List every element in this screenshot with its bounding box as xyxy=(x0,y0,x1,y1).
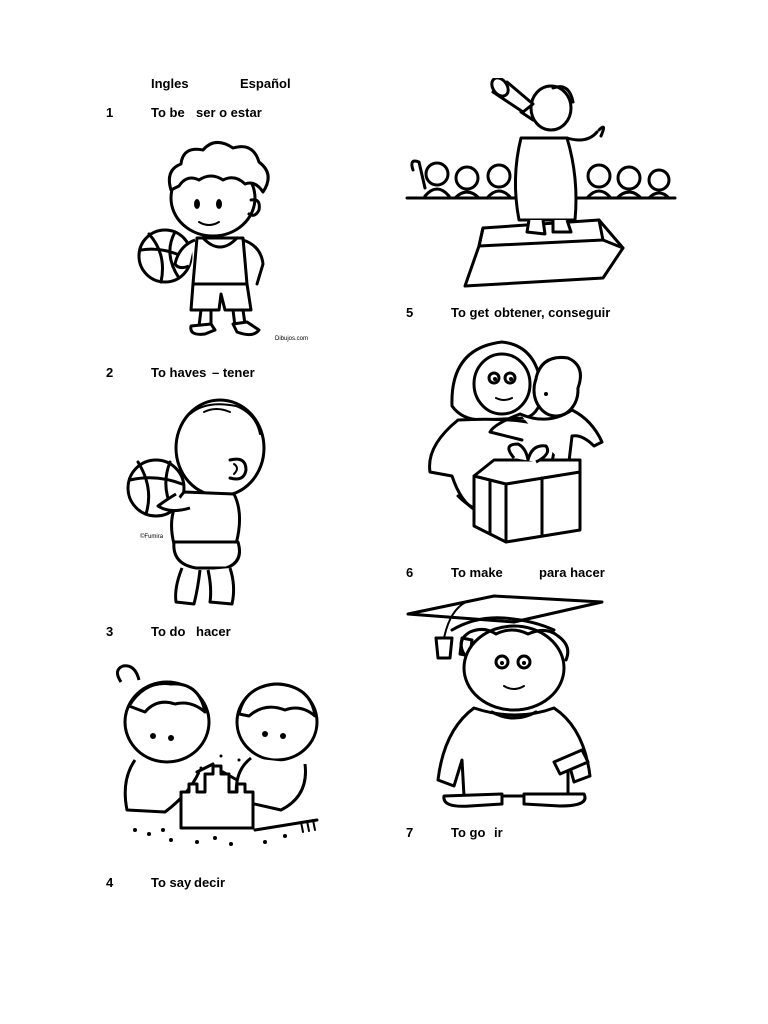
entry-7-english: To go xyxy=(451,825,486,840)
entry-6-english: To make xyxy=(451,565,503,580)
entry-1-spanish: ser o estar xyxy=(196,105,262,120)
entry-4-number: 4 xyxy=(106,875,114,890)
entry-3-spanish: hacer xyxy=(196,624,231,639)
boy-watermark: Dibujos.com xyxy=(275,336,308,342)
graduate-illustration xyxy=(404,590,604,812)
entry-5-english: To get xyxy=(451,305,490,320)
baby-ball-illustration: ©Fumira xyxy=(126,392,266,612)
entry-2-spanish: – tener xyxy=(212,365,255,380)
entry-4-english: To say xyxy=(151,875,192,890)
entry-6-spanish: para hacer xyxy=(539,565,605,580)
entry-3-english: To do xyxy=(151,624,186,639)
entry-5-spanish: obtener, conseguir xyxy=(494,305,611,320)
entry-1-number: 1 xyxy=(106,105,114,120)
entry-5-number: 5 xyxy=(406,305,414,320)
entry-4-spanish: decir xyxy=(194,875,226,890)
entry-6-number: 6 xyxy=(406,565,414,580)
baby-watermark: ©Fumira xyxy=(140,533,164,540)
hug-gift-illustration xyxy=(422,336,606,548)
entry-3-number: 3 xyxy=(106,624,114,639)
sandcastle-illustration xyxy=(105,660,325,852)
boy-basketball-illustration: Dibujos.com xyxy=(135,134,310,344)
entry-7-spanish: ir xyxy=(494,825,503,840)
entry-2-number: 2 xyxy=(106,365,114,380)
megaphone-illustration xyxy=(403,78,678,290)
entry-1-english: To be xyxy=(151,105,185,120)
header-ingles: Ingles xyxy=(151,76,189,91)
entry-7-number: 7 xyxy=(406,825,414,840)
header-espanol: Español xyxy=(240,76,291,91)
entry-2-english: To haves xyxy=(151,365,207,380)
